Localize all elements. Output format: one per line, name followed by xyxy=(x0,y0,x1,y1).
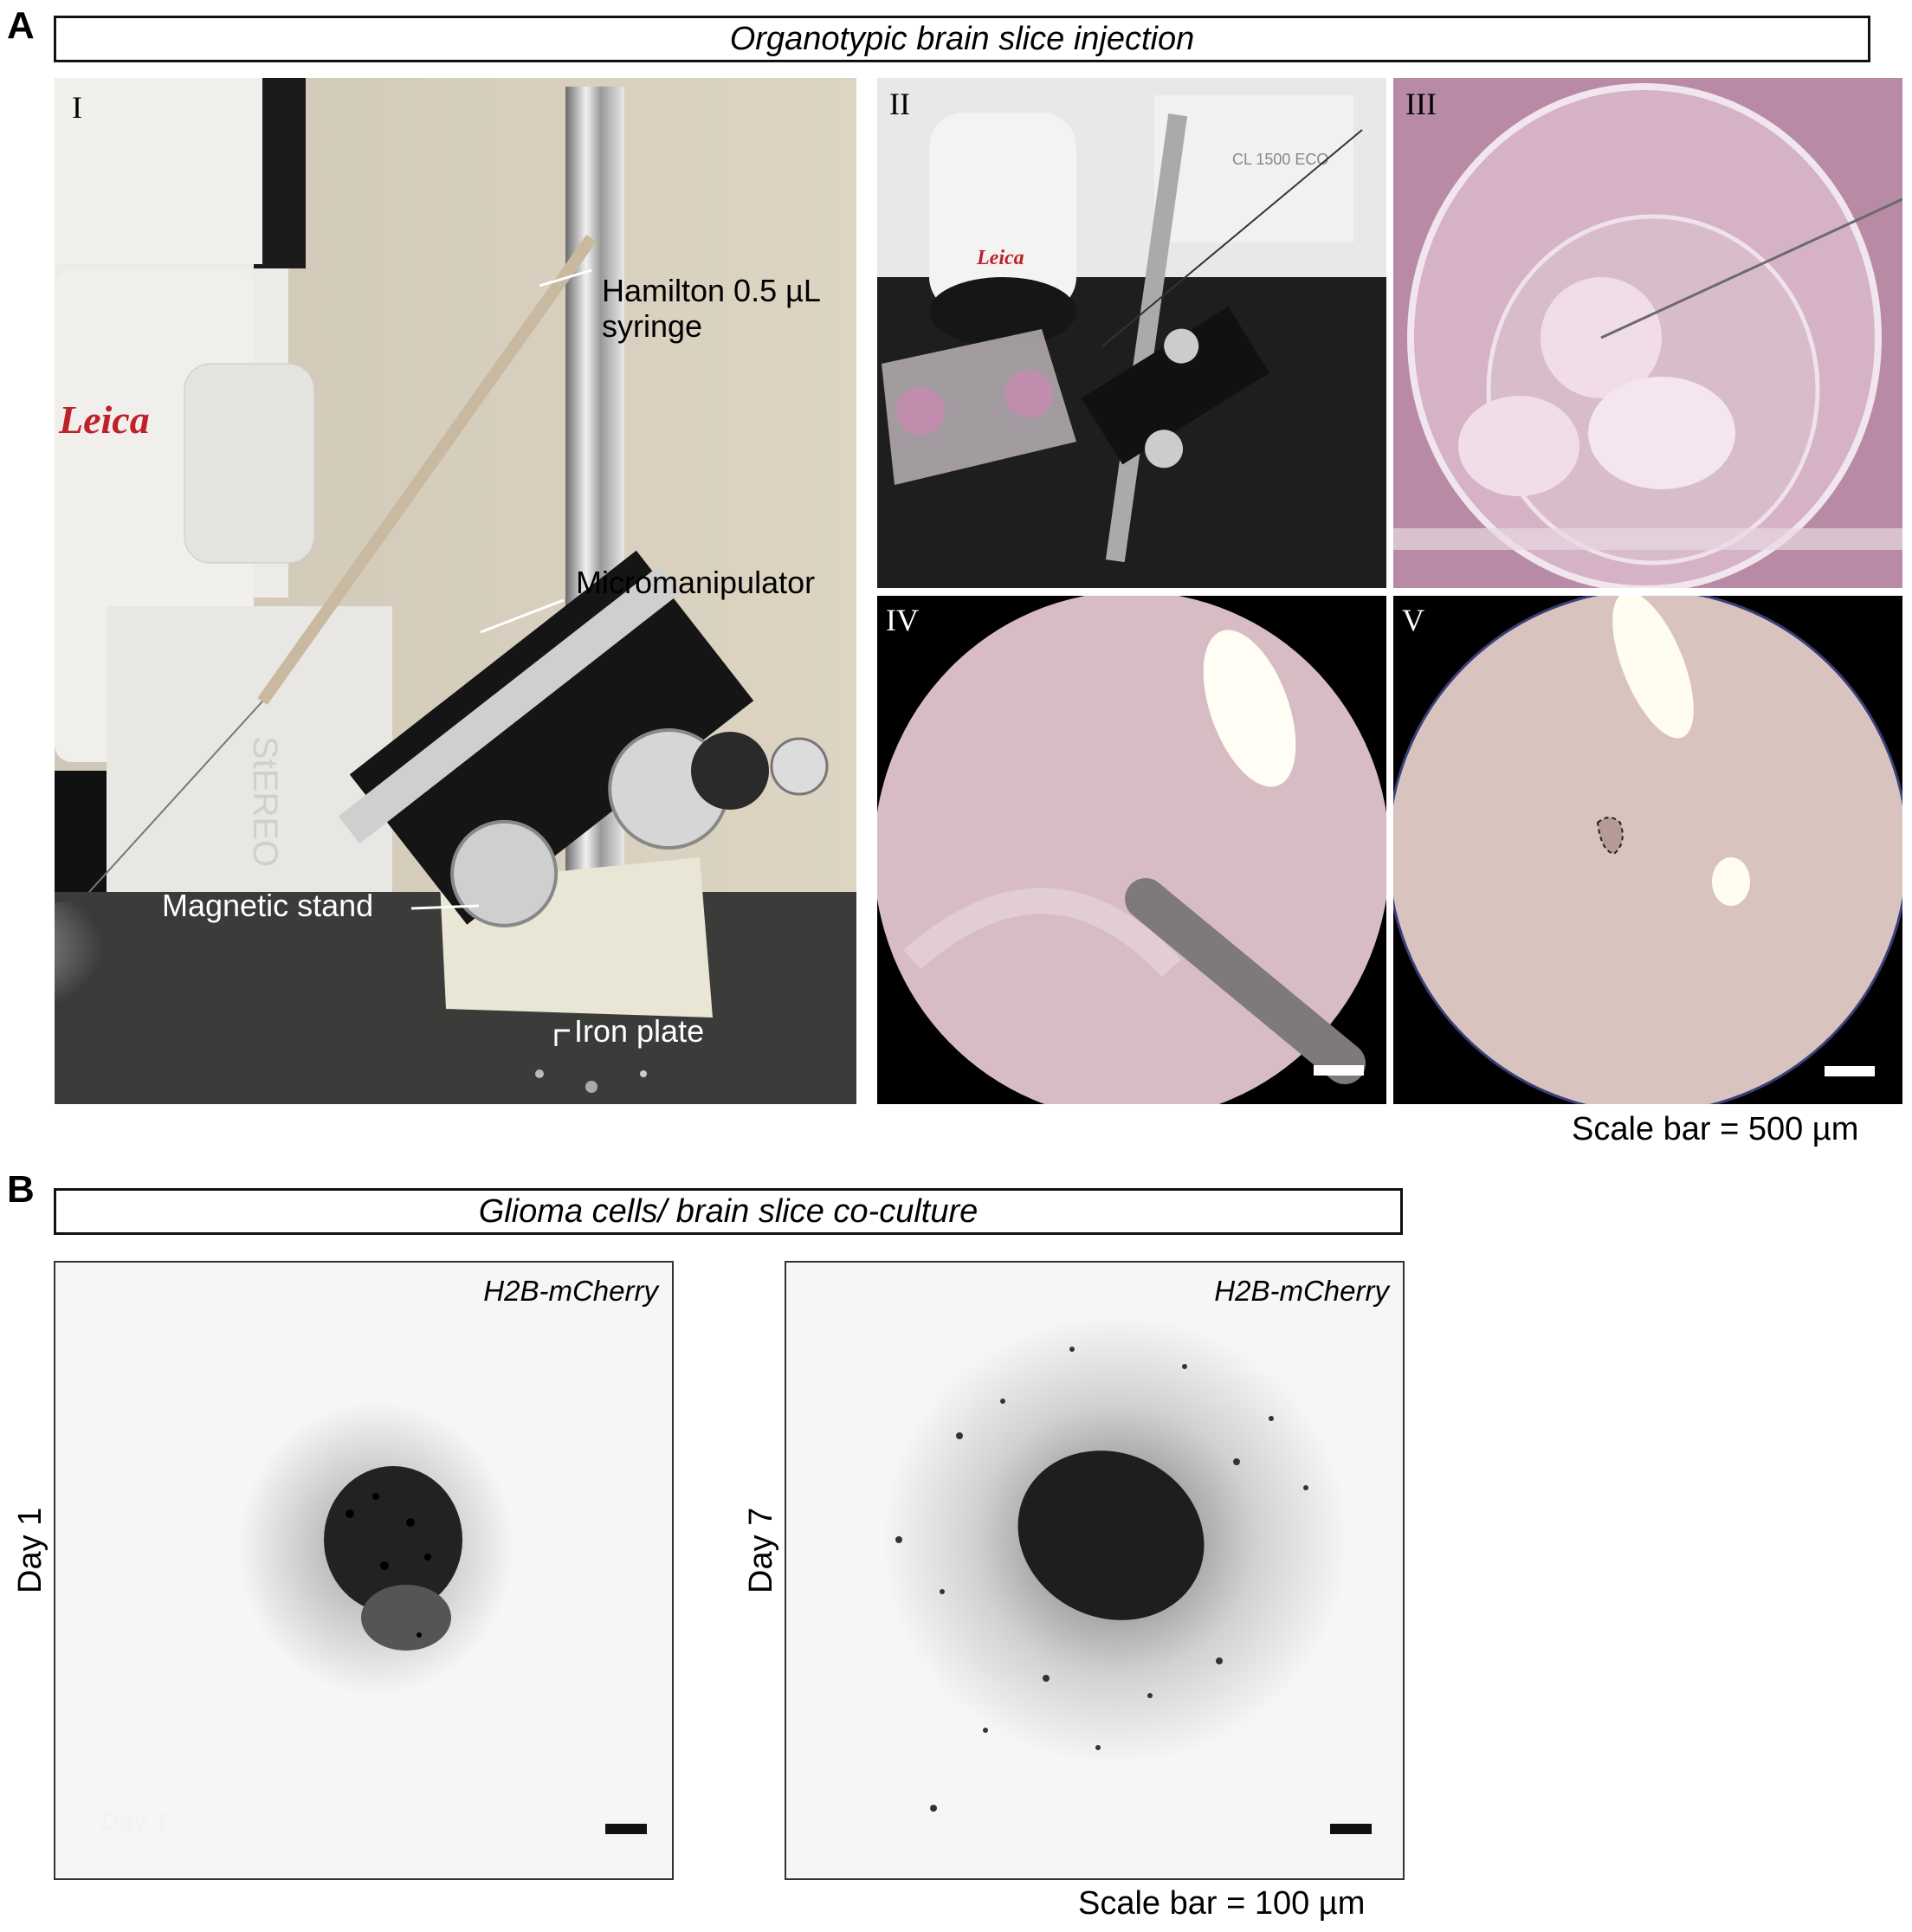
marker-label-day1: H2B-mCherry xyxy=(483,1275,658,1307)
subpanel-label-iii: III xyxy=(1405,87,1437,121)
label-iron-plate: Iron plate xyxy=(574,1013,705,1049)
svg-text:CL 1500 ECO: CL 1500 ECO xyxy=(1232,151,1328,168)
label-hamilton-line2: syringe xyxy=(602,308,703,345)
spheroid-day7-illustration xyxy=(882,1315,1372,1834)
wellplate-illustration: CL 1500 ECO Leica xyxy=(877,78,1386,588)
photo-setup-overview: Leica StEREO I Hamilton 0.5 µL xyxy=(55,78,856,1104)
panel-b-scale-bar-text: Scale bar = 100 µm xyxy=(1078,1885,1366,1922)
photo-scope-needle: IV xyxy=(877,596,1386,1104)
panel-a-title: Organotypic brain slice injection xyxy=(729,20,1195,57)
spheroid-day1-illustration: Day 1 xyxy=(100,1401,647,1836)
svg-text:StEREO: StEREO xyxy=(246,736,284,867)
row-label-day1: Day 1 xyxy=(12,1507,48,1593)
panel-a-scale-bar-text: Scale bar = 500 µm xyxy=(1572,1111,1859,1147)
photo-microscope-wellplate: CL 1500 ECO Leica II xyxy=(877,78,1386,588)
setup-illustration: Leica StEREO xyxy=(55,78,856,1104)
subpanel-label-v: V xyxy=(1402,603,1424,637)
scale-bar-iv xyxy=(1314,1065,1364,1076)
panel-b-title-box: Glioma cells/ brain slice co-culture xyxy=(54,1188,1403,1235)
subpanel-label-iv: IV xyxy=(886,603,919,637)
marker-label-day7: H2B-mCherry xyxy=(1214,1275,1389,1307)
photo-culture-insert: III xyxy=(1393,78,1902,588)
watermark-day1: Day 1 xyxy=(100,1807,168,1836)
panel-b-title: Glioma cells/ brain slice co-culture xyxy=(478,1192,979,1230)
scope-needle-illustration xyxy=(877,596,1386,1104)
subpanel-label-i: I xyxy=(72,90,82,125)
label-magnetic-stand: Magnetic stand xyxy=(162,888,374,923)
label-micromanipulator: Micromanipulator xyxy=(576,565,816,600)
row-label-day7: Day 7 xyxy=(743,1507,779,1593)
label-hamilton-line1: Hamilton 0.5 µL xyxy=(602,273,821,308)
panel-a-letter: A xyxy=(7,4,35,47)
panel-a-title-box: Organotypic brain slice injection xyxy=(54,16,1870,62)
fluorescence-image-day7: H2B-mCherry xyxy=(785,1261,1405,1880)
culture-insert-illustration xyxy=(1393,78,1902,588)
svg-text:Leica: Leica xyxy=(976,247,1024,269)
photo-scope-injection-site: V xyxy=(1393,596,1902,1104)
panel-b-letter: B xyxy=(7,1168,35,1211)
fluorescence-image-day1: Day 1 H2B-mCherry xyxy=(54,1261,674,1880)
svg-text:Leica: Leica xyxy=(58,397,150,442)
scope-injection-illustration xyxy=(1393,596,1902,1104)
label-hamilton-syringe: Hamilton 0.5 µL syringe xyxy=(602,273,821,345)
subpanel-label-ii: II xyxy=(889,87,910,121)
